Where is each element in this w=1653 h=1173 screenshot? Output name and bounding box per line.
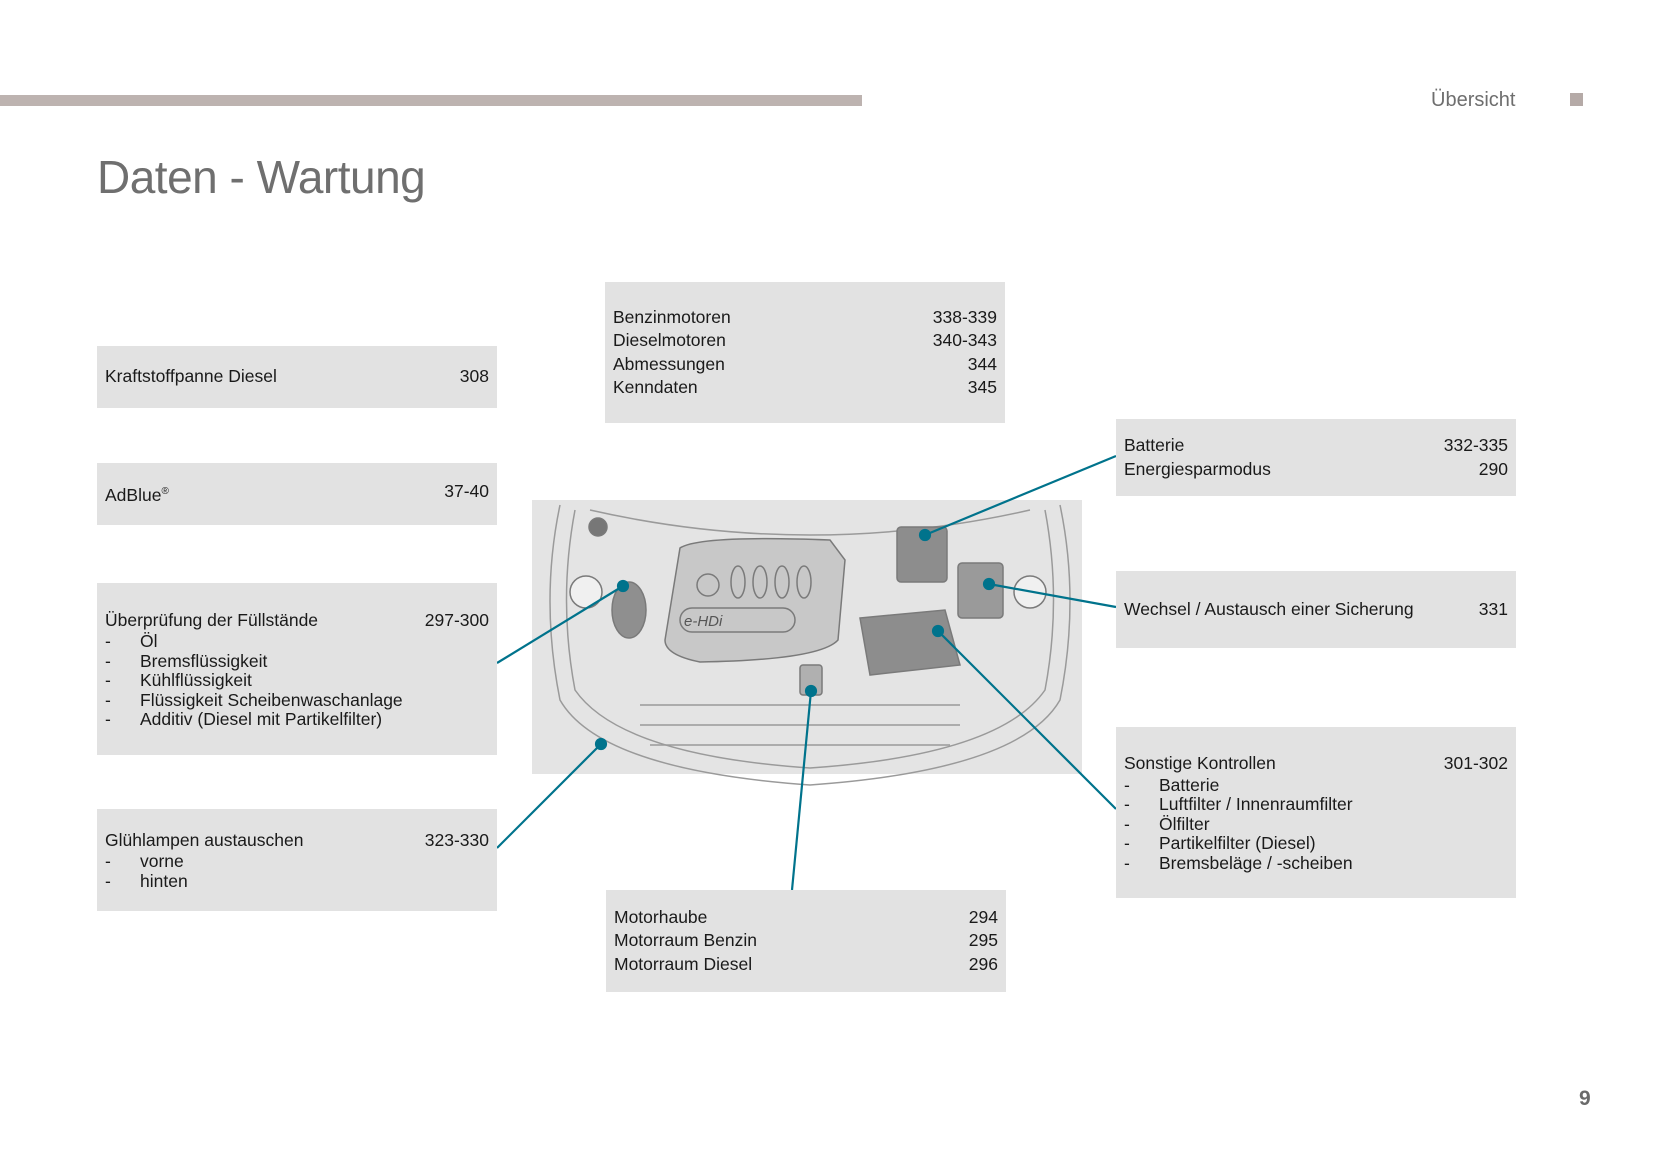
page-ref[interactable]: 344	[967, 353, 997, 374]
label: Wechsel / Austausch einer Sicherung	[1124, 598, 1414, 619]
list-item: Ölfilter	[1159, 813, 1210, 834]
page-ref[interactable]: 338-339	[932, 306, 997, 327]
list-item: hinten	[140, 870, 188, 891]
list-item: Flüssigkeit Scheibenwaschanlage	[140, 689, 403, 710]
page-ref[interactable]: 332-335	[1443, 435, 1508, 455]
label: AdBlue	[105, 485, 162, 506]
page-ref[interactable]: 296	[968, 953, 998, 974]
label: Sonstige Kontrollen	[1124, 753, 1276, 773]
callout-fuse: Wechsel / Austausch einer Sicherung 331	[1116, 571, 1516, 648]
label: Motorraum Diesel	[614, 953, 753, 974]
page-ref[interactable]: 345	[967, 377, 997, 397]
label: Batterie	[1124, 435, 1185, 455]
section-label: Übersicht	[1431, 89, 1516, 111]
page-ref[interactable]: 290	[1478, 458, 1508, 479]
callout-adblue: AdBlue® 37-40	[97, 463, 497, 525]
page-ref[interactable]: 308	[459, 366, 489, 387]
page-ref[interactable]: 340-343	[932, 330, 997, 350]
list-item: Partikelfilter (Diesel)	[1159, 833, 1316, 853]
header-bar	[0, 95, 862, 106]
label: Überprüfung der Füllstände	[105, 609, 319, 630]
page-ref[interactable]: 37-40	[444, 481, 489, 502]
page-ref[interactable]: 301-302	[1443, 753, 1508, 773]
page-title: Daten - Wartung	[97, 151, 426, 203]
list-item: Luftfilter / Innenraumfilter	[1159, 794, 1353, 814]
label: Kraftstoffpanne Diesel	[105, 366, 277, 387]
callout-bonnet: Motorhaube 294 Motorraum Benzin 295 Motorr…	[606, 890, 1006, 992]
page-ref[interactable]: 295	[968, 930, 998, 951]
list-item: vorne	[140, 851, 184, 872]
label: Glühlampen austauschen	[105, 829, 304, 850]
list-item: Batterie	[1159, 774, 1220, 795]
page-ref[interactable]: 294	[968, 906, 998, 927]
list-item: Kühlflüssigkeit	[140, 670, 252, 690]
label: Benzinmotoren	[613, 306, 731, 327]
list-item: Bremsflüssigkeit	[140, 650, 268, 671]
list-item: Bremsbeläge / -scheiben	[1159, 852, 1353, 873]
page-number: 9	[1579, 1087, 1591, 1110]
callout-fuel-failure: Kraftstoffpanne Diesel 308	[97, 346, 497, 408]
engine-badge: e-HDi	[684, 613, 723, 630]
label: Motorraum Benzin	[614, 930, 757, 951]
list-item: Additiv (Diesel mit Partikelfilter)	[140, 709, 383, 729]
label: Motorhaube	[614, 906, 708, 927]
callout-battery: Batterie 332-335 Energiesparmodus 290	[1116, 419, 1516, 496]
registered-mark: ®	[161, 486, 169, 498]
label: Kenndaten	[613, 377, 698, 397]
list-item: Öl	[140, 631, 158, 651]
section-marker-icon	[1570, 93, 1583, 106]
page-ref[interactable]: 297-300	[424, 609, 489, 630]
page-ref[interactable]: 331	[1478, 598, 1508, 619]
callout-engines: Benzinmotoren 338-339 Dieselmotoren 340-34…	[605, 282, 1005, 423]
label: Energiesparmodus	[1124, 458, 1271, 479]
page-ref[interactable]: 323-330	[424, 829, 489, 850]
label: Dieselmotoren	[613, 330, 726, 350]
label: Abmessungen	[613, 353, 725, 374]
